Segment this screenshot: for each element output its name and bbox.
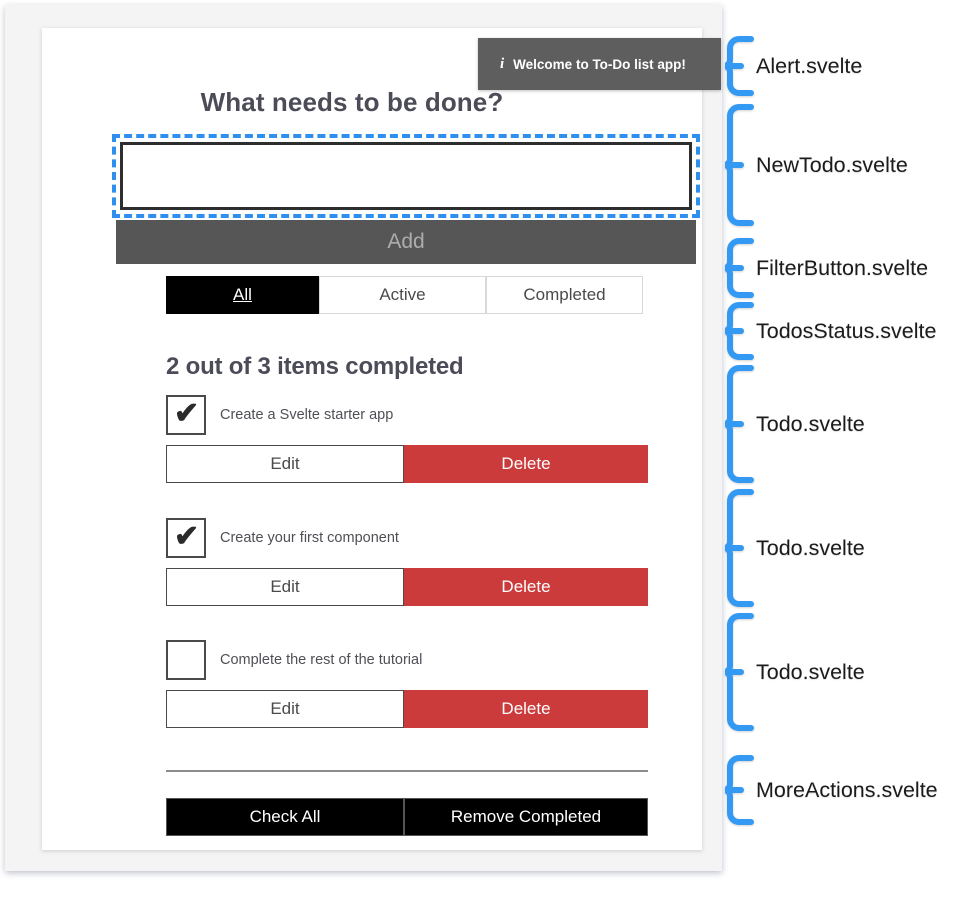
annotation-label: Todo.svelte bbox=[756, 659, 865, 684]
annotation-moreactions: MoreActions.svelte bbox=[725, 755, 938, 825]
annotation-label: FilterButton.svelte bbox=[756, 255, 929, 280]
alert-message: Welcome to To-Do list app! bbox=[513, 56, 686, 72]
annotation-label: Alert.svelte bbox=[756, 53, 863, 78]
filter-button-group: All Active Completed bbox=[166, 276, 643, 314]
brace-icon bbox=[725, 302, 755, 360]
todo-row: ✔ Create your first component bbox=[166, 516, 648, 560]
todo-label: Create your first component bbox=[220, 530, 399, 546]
annotation-todosstatus: TodosStatus.svelte bbox=[725, 302, 936, 360]
check-all-button[interactable]: Check All bbox=[166, 798, 404, 836]
annotation-label: MoreActions.svelte bbox=[756, 777, 938, 802]
brace-icon bbox=[725, 365, 755, 483]
brace-icon bbox=[725, 755, 755, 825]
todo-row: ✔ Create a Svelte starter app bbox=[166, 393, 648, 437]
brace-icon bbox=[725, 36, 755, 96]
delete-button[interactable]: Delete bbox=[404, 445, 648, 483]
brace-icon bbox=[725, 613, 755, 731]
todo-checkbox[interactable] bbox=[166, 640, 206, 680]
todo-app-card: What needs to be done? Add All Active Co… bbox=[42, 28, 702, 850]
todo-checkbox[interactable]: ✔ bbox=[166, 518, 206, 558]
todo-item: Complete the rest of the tutorial Edit D… bbox=[166, 638, 648, 728]
todos-status-heading: 2 out of 3 items completed bbox=[166, 352, 464, 380]
new-todo-input[interactable] bbox=[120, 142, 692, 210]
todo-checkbox[interactable]: ✔ bbox=[166, 395, 206, 435]
annotation-alert: Alert.svelte bbox=[725, 36, 862, 96]
checkmark-icon: ✔ bbox=[174, 520, 200, 553]
brace-icon bbox=[725, 238, 755, 298]
brace-icon bbox=[725, 489, 755, 607]
browser-window-frame: What needs to be done? Add All Active Co… bbox=[5, 5, 722, 871]
annotation-label: Todo.svelte bbox=[756, 535, 865, 560]
filter-button-all[interactable]: All bbox=[166, 276, 319, 314]
edit-button[interactable]: Edit bbox=[166, 445, 404, 483]
annotation-todo-1: Todo.svelte bbox=[725, 365, 865, 483]
more-actions-group: Check All Remove Completed bbox=[166, 798, 648, 836]
todo-actions: Edit Delete bbox=[166, 445, 648, 483]
edit-button[interactable]: Edit bbox=[166, 690, 404, 728]
section-divider bbox=[166, 770, 648, 772]
todo-row: Complete the rest of the tutorial bbox=[166, 638, 648, 682]
delete-button[interactable]: Delete bbox=[404, 568, 648, 606]
todo-item: ✔ Create a Svelte starter app Edit Delet… bbox=[166, 393, 648, 483]
delete-button[interactable]: Delete bbox=[404, 690, 648, 728]
todo-actions: Edit Delete bbox=[166, 568, 648, 606]
annotation-label: TodosStatus.svelte bbox=[756, 318, 937, 343]
annotation-newtodo: NewTodo.svelte bbox=[725, 104, 908, 226]
annotation-label: NewTodo.svelte bbox=[756, 152, 908, 177]
info-icon: i bbox=[500, 55, 505, 72]
todo-item: ✔ Create your first component Edit Delet… bbox=[166, 516, 648, 606]
add-todo-button[interactable]: Add bbox=[116, 220, 696, 264]
todo-label: Complete the rest of the tutorial bbox=[220, 652, 423, 668]
alert-banner: i Welcome to To-Do list app! bbox=[478, 38, 721, 90]
annotation-todo-3: Todo.svelte bbox=[725, 613, 865, 731]
annotation-label: Todo.svelte bbox=[756, 411, 865, 436]
filter-button-completed[interactable]: Completed bbox=[486, 276, 643, 314]
annotation-todo-2: Todo.svelte bbox=[725, 489, 865, 607]
annotation-filterbutton: FilterButton.svelte bbox=[725, 238, 928, 298]
page-title: What needs to be done? bbox=[200, 87, 504, 118]
edit-button[interactable]: Edit bbox=[166, 568, 404, 606]
brace-icon bbox=[725, 104, 755, 226]
todo-actions: Edit Delete bbox=[166, 690, 648, 728]
filter-button-active[interactable]: Active bbox=[319, 276, 486, 314]
checkmark-icon: ✔ bbox=[174, 397, 200, 430]
remove-completed-button[interactable]: Remove Completed bbox=[404, 798, 648, 836]
todo-label: Create a Svelte starter app bbox=[220, 407, 394, 423]
